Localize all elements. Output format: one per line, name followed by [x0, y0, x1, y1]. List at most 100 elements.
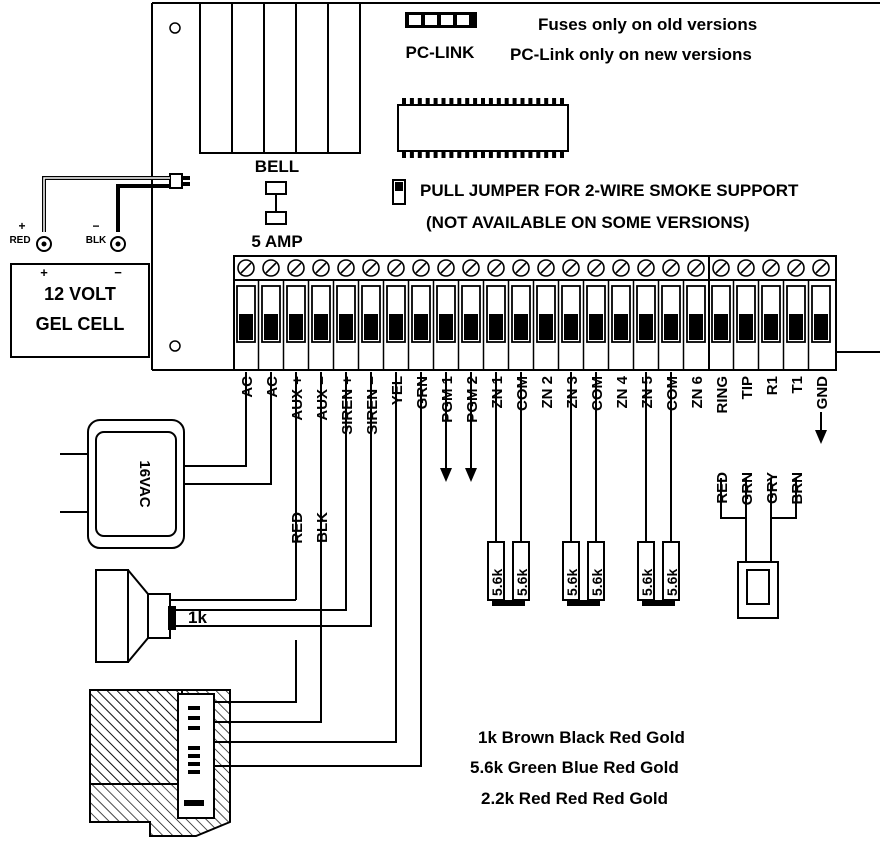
eol-resistor-3: 5.6k: [562, 372, 580, 601]
resistor-1k: [168, 606, 176, 630]
phone-terminal-label-1: RING: [714, 376, 731, 414]
eol-resistor-label: 5.6k: [589, 569, 605, 596]
keypad: [89, 689, 231, 837]
fuse-rating-label: 5 AMP: [251, 232, 302, 251]
phone-terminal-2: TIP: [736, 259, 756, 399]
phone-terminal-4: T1: [786, 259, 806, 394]
main-terminal-18: COM: [661, 259, 681, 411]
pgm-arrow-1: [440, 372, 452, 482]
phone-terminal-label-5: GND: [814, 376, 831, 410]
phone-terminal-label-2: TIP: [739, 376, 756, 399]
microchip: [397, 98, 569, 158]
battery-label-volt: 12 VOLT: [44, 284, 116, 304]
phone-terminal-label-4: T1: [789, 376, 806, 394]
aux-wire-labels: RED BLK: [289, 512, 331, 722]
main-terminal-label-2: AC: [264, 376, 281, 398]
battery-lug-black: [110, 236, 126, 252]
main-terminal-3: AUX +: [286, 259, 306, 421]
main-terminal-2: AC: [261, 259, 281, 398]
phone-wire-color-1: RED: [714, 472, 731, 504]
note-fuses: Fuses only on old versions: [538, 15, 757, 34]
main-terminal-label-5: SIREN +: [339, 376, 356, 435]
legend-entry-5-6k: 5.6k Green Blue Red Gold: [470, 758, 679, 777]
main-terminal-10: PGM 2: [461, 259, 481, 423]
main-terminal-label-13: ZN 2: [539, 376, 556, 409]
main-terminal-label-19: ZN 6: [689, 376, 706, 409]
main-terminal-label-6: SIREN −: [364, 376, 381, 435]
main-terminal-7: YEL: [386, 259, 406, 405]
transformer-label: 16VAC: [136, 460, 153, 507]
battery-minus: −: [114, 265, 122, 280]
main-terminal-label-10: PGM 2: [464, 376, 481, 423]
main-terminal-label-4: AUX −: [314, 376, 331, 421]
main-terminal-label-14: ZN 3: [564, 376, 581, 409]
main-terminal-15: COM: [586, 259, 606, 411]
battery-lug-red: [36, 236, 52, 252]
terminal-strip-main: AC AC AUX + AUX − SIREN + SIREN − YEL GRN PGM 1 P…: [233, 255, 712, 435]
pgm-arrow-2: [465, 372, 477, 482]
siren-speaker: [95, 372, 372, 663]
resistor-color-legend: 1k Brown Black Red Gold 5.6k Green Blue …: [470, 728, 685, 808]
main-terminal-4: AUX −: [311, 259, 331, 421]
main-terminal-19: ZN 6: [686, 259, 706, 409]
note-jumper-line2: (NOT AVAILABLE ON SOME VERSIONS): [426, 213, 750, 232]
eol-resistor-label: 5.6k: [564, 569, 580, 596]
smoke-jumper: [392, 179, 406, 205]
battery-connector: [169, 173, 190, 189]
aux-wire-color-1: RED: [289, 512, 306, 544]
eol-resistor-label: 5.6k: [514, 569, 530, 596]
battery-wire-red: RED: [9, 235, 30, 246]
battery-wire-blk: BLK: [86, 235, 107, 246]
main-terminal-label-11: ZN 1: [489, 376, 506, 409]
main-terminal-label-7: YEL: [389, 376, 406, 405]
note-pclink: PC-Link only on new versions: [510, 45, 752, 64]
zone-loop-1: [492, 600, 525, 606]
phone-terminal-3: R1: [761, 259, 781, 395]
pc-link-connector: [405, 12, 477, 28]
mounting-hole-bottom: [169, 340, 181, 352]
note-jumper-line1: PULL JUMPER FOR 2-WIRE SMOKE SUPPORT: [420, 181, 799, 200]
main-terminal-16: ZN 4: [611, 259, 631, 409]
zone-loop-3: [642, 600, 675, 606]
resistor-1k-label: 1k: [188, 608, 207, 627]
zone-loop-2: [567, 600, 600, 606]
main-terminal-label-3: AUX +: [289, 376, 306, 421]
transformer: [60, 372, 272, 549]
main-terminal-label-9: PGM 1: [439, 376, 456, 423]
main-terminal-label-1: AC: [239, 376, 256, 398]
phone-terminal-label-3: R1: [764, 376, 781, 395]
eol-resistor-label: 5.6k: [639, 569, 655, 596]
bell-fuse: [265, 181, 287, 225]
main-terminal-9: PGM 1: [436, 259, 456, 423]
phone-wire-color-2: GRN: [739, 472, 756, 505]
main-terminal-12: COM: [511, 259, 531, 411]
eol-resistor-2: 5.6k: [512, 372, 530, 601]
eol-resistor-label: 5.6k: [489, 569, 505, 596]
eol-resistor-6: 5.6k: [662, 372, 680, 601]
main-terminal-1: AC: [236, 259, 256, 398]
legend-entry-1k: 1k Brown Black Red Gold: [478, 728, 685, 747]
aux-wire-color-2: BLK: [314, 512, 331, 543]
main-terminal-label-17: ZN 5: [639, 376, 656, 409]
main-terminal-6: SIREN −: [361, 259, 381, 435]
mounting-hole-top: [169, 22, 181, 34]
terminal-strip-phone: RING TIP R1 T1 GND: [708, 255, 837, 414]
main-terminal-11: ZN 1: [486, 259, 506, 409]
main-terminal-label-15: COM: [589, 376, 606, 411]
heatsink-fuse-block: [199, 2, 361, 154]
battery-12v: [10, 263, 150, 358]
bell-label: BELL: [255, 157, 299, 176]
battery-wire-minus: −: [92, 219, 99, 233]
eol-resistor-label: 5.6k: [664, 569, 680, 596]
main-terminal-14: ZN 3: [561, 259, 581, 409]
main-terminal-13: ZN 2: [536, 259, 556, 409]
main-terminal-label-18: COM: [664, 376, 681, 411]
battery-label-type: GEL CELL: [36, 314, 125, 334]
battery-leads: [42, 176, 170, 232]
battery-wire-plus: +: [18, 219, 25, 233]
main-terminal-8: GRN: [411, 259, 431, 409]
phone-wire-color-4: BRN: [789, 472, 806, 505]
pc-link-label: PC-LINK: [406, 43, 476, 62]
